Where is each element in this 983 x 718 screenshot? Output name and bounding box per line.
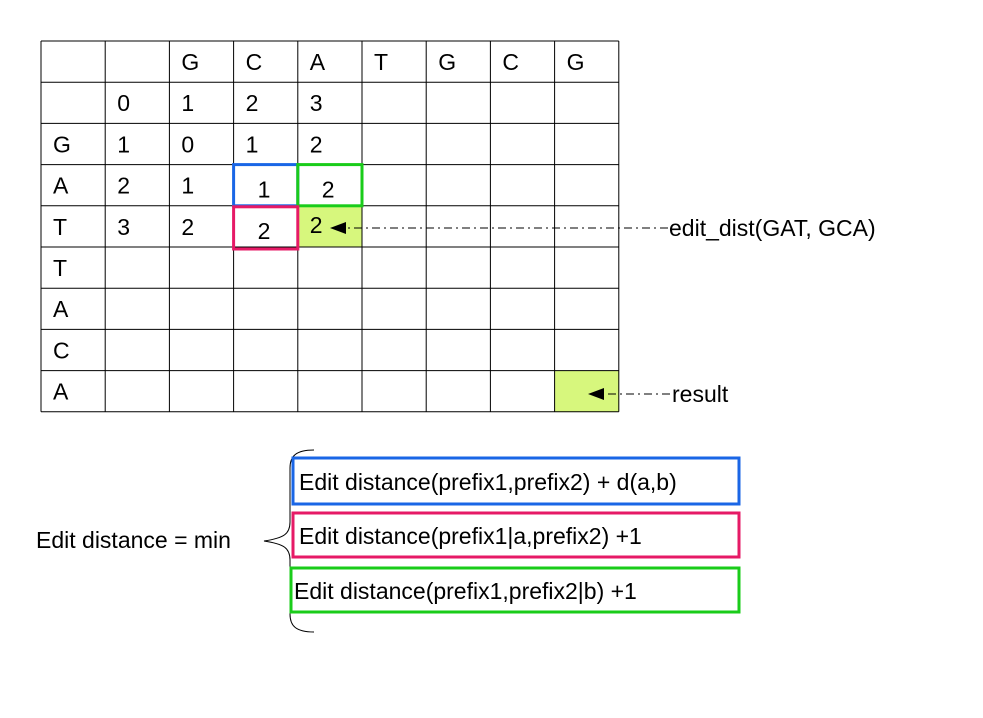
row-header: G bbox=[53, 131, 71, 157]
formula-option-diagonal: Edit distance(prefix1,prefix2) + d(a,b) bbox=[291, 456, 741, 506]
result-arrow bbox=[588, 388, 670, 400]
table-cell-value: 2 bbox=[322, 177, 335, 203]
edit-dist-arrow bbox=[330, 222, 668, 234]
column-header: G bbox=[181, 49, 199, 75]
column-header: C bbox=[246, 49, 263, 75]
table-cell-value: 0 bbox=[117, 90, 130, 116]
formula-option-text: Edit distance(prefix1,prefix2) + d(a,b) bbox=[299, 469, 677, 495]
table-cell-value: 0 bbox=[181, 131, 194, 157]
table-cell-value: 2 bbox=[310, 131, 323, 157]
edit-dist-label: edit_dist(GAT, GCA) bbox=[669, 215, 876, 241]
table-cell-value: 2 bbox=[310, 212, 323, 238]
table-cell-value: 2 bbox=[258, 218, 271, 244]
highlighted-cells bbox=[297, 205, 619, 412]
table-cell-value: 2 bbox=[181, 214, 194, 240]
table-cell-value: 3 bbox=[310, 90, 323, 116]
column-header: A bbox=[310, 49, 326, 75]
formula-option-text: Edit distance(prefix1,prefix2|b) +1 bbox=[294, 578, 637, 604]
row-header: A bbox=[53, 296, 69, 322]
row-header: T bbox=[53, 214, 67, 240]
highlight-cell-result bbox=[554, 370, 619, 412]
row-header: A bbox=[53, 379, 69, 405]
formula-option-text: Edit distance(prefix1|a,prefix2) +1 bbox=[299, 523, 642, 549]
table-cell-value: 2 bbox=[246, 90, 259, 116]
result-label: result bbox=[672, 381, 729, 407]
highlight-cell-current bbox=[297, 205, 362, 247]
table-cell-value: 1 bbox=[181, 90, 194, 116]
horizontal-neighbor-box bbox=[296, 163, 364, 208]
row-header: T bbox=[53, 255, 67, 281]
column-header: G bbox=[567, 49, 585, 75]
column-header: G bbox=[438, 49, 456, 75]
table-cell-value: 1 bbox=[117, 131, 130, 157]
row-header: A bbox=[53, 173, 69, 199]
table-cell-value: 1 bbox=[246, 131, 259, 157]
vertical-neighbor-box bbox=[232, 205, 300, 251]
curly-brace bbox=[263, 449, 315, 633]
formula-option-vertical: Edit distance(prefix1|a,prefix2) +1 bbox=[291, 511, 741, 559]
formula-option-horizontal: Edit distance(prefix1,prefix2|b) +1 bbox=[289, 566, 741, 614]
formula-lhs: Edit distance = min bbox=[36, 527, 231, 553]
table-cell-value: 1 bbox=[181, 173, 194, 199]
table-cell-value: 2 bbox=[117, 173, 130, 199]
neighbor-cell-boxes bbox=[232, 163, 364, 251]
column-header: T bbox=[374, 49, 388, 75]
table-cell-value: 3 bbox=[117, 214, 130, 240]
table-cell-value: 1 bbox=[258, 177, 271, 203]
row-header: C bbox=[53, 337, 70, 363]
column-header: C bbox=[502, 49, 519, 75]
